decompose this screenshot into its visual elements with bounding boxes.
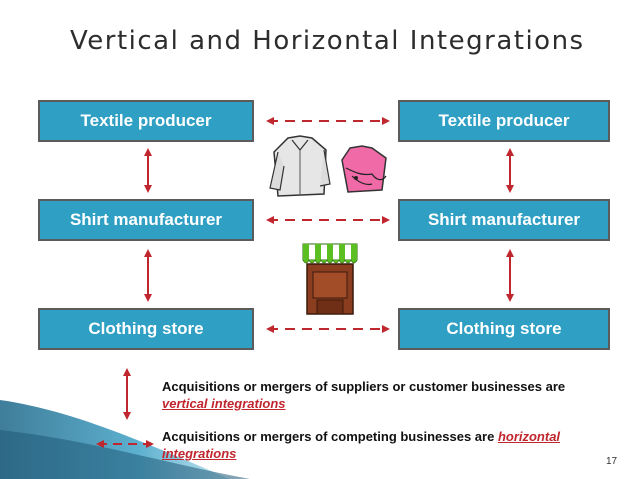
legend-horizontal-description: Acquisitions or mergers of competing bus… — [162, 429, 494, 444]
page-number: 17 — [606, 456, 617, 467]
storefront-icon — [303, 244, 357, 314]
legend-vertical-description: Acquisitions or mergers of suppliers or … — [162, 379, 565, 394]
legend-vertical-term: vertical integrations — [162, 396, 286, 411]
pink-shirt-icon — [342, 146, 386, 192]
legend-horizontal-text: Acquisitions or mergers of competing bus… — [162, 428, 582, 462]
white-shirt-icon — [270, 136, 330, 196]
legend-vertical-text: Acquisitions or mergers of suppliers or … — [162, 378, 582, 412]
